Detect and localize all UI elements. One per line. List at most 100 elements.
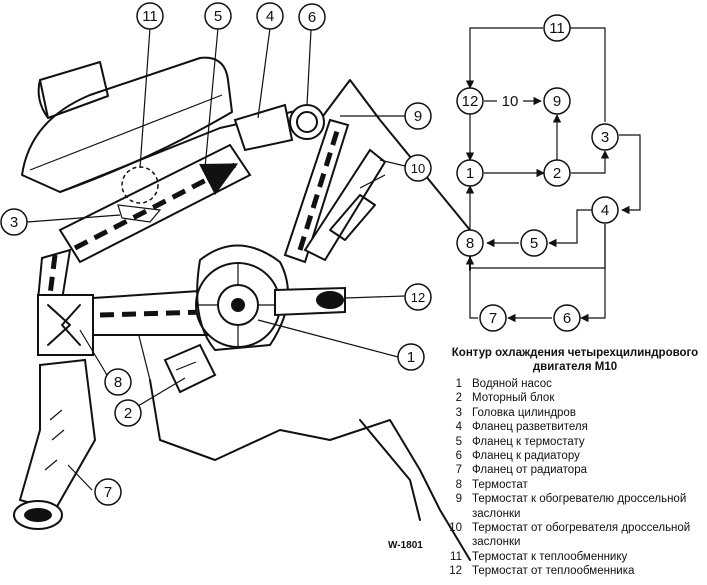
callout-11: 11 — [136, 2, 164, 30]
svg-text:9: 9 — [553, 93, 561, 110]
node-8 — [456, 229, 484, 257]
legend-item: 2 Моторный блок — [446, 391, 704, 405]
legend-item: 11 Термостат к теплообменнику — [446, 550, 704, 564]
node-12 — [456, 87, 484, 115]
svg-text:7: 7 — [489, 310, 497, 327]
svg-text:6: 6 — [308, 9, 316, 26]
callout-6: 6 — [298, 3, 326, 31]
engine-block-outline — [149, 379, 471, 561]
edge-2-3 — [571, 150, 610, 174]
node-10: 10 — [502, 93, 519, 110]
legend-item-text: Термостат от обогревателя дроссельной за… — [472, 522, 691, 549]
svg-text:1: 1 — [466, 165, 474, 182]
legend-item-text: Моторный блок — [472, 392, 555, 405]
callout-4: 4 — [256, 2, 284, 30]
node-9 — [543, 87, 571, 115]
legend-item-text: Термостат к теплообменнику — [472, 550, 628, 563]
svg-text:4: 4 — [601, 202, 609, 219]
legend-item-number: 6 — [455, 450, 462, 463]
legend-item: 8 Термостат — [446, 478, 704, 492]
svg-text:3: 3 — [601, 129, 609, 146]
legend-title: Контур охлаждения четырехцилиндрового дв… — [446, 346, 704, 374]
legend-item-number: 4 — [455, 421, 462, 434]
svg-text:2: 2 — [124, 405, 132, 422]
node-4 — [591, 196, 619, 224]
legend-item-number: 1 — [455, 378, 462, 390]
figure-code: W-1801 — [388, 540, 423, 551]
legend-item-text: Термостат к обогревателю дроссельной зас… — [472, 493, 687, 520]
edge-7-8 — [469, 258, 478, 319]
legend-item-text: Головка цилиндров — [472, 406, 576, 419]
legend-item-number: 9 — [455, 493, 462, 506]
svg-text:1: 1 — [407, 349, 415, 366]
svg-text:2: 2 — [553, 165, 561, 182]
legend-item-text: Термостат от теплообменника — [472, 565, 635, 578]
legend-item-number: 10 — [449, 522, 462, 535]
node-1 — [456, 159, 484, 187]
callout-10: 10 — [404, 154, 432, 182]
legend-item-text: Фланец от радиатора — [472, 464, 587, 477]
legend-item-number: 7 — [455, 464, 462, 477]
svg-text:8: 8 — [114, 374, 122, 391]
legend-item: 10 Термостат от обогревателя дроссельной … — [446, 521, 704, 550]
svg-text:11: 11 — [549, 20, 565, 37]
svg-text:5: 5 — [530, 235, 538, 252]
legend-item-number: 3 — [455, 406, 462, 419]
callout-3: 3 — [0, 208, 28, 236]
svg-text:10: 10 — [411, 161, 425, 176]
node-5 — [520, 229, 548, 257]
legend: Контур охлаждения четырехцилиндрового дв… — [446, 346, 704, 579]
node-2 — [543, 159, 571, 187]
flow-schematic: 11 12 10 9 3 1 2 4 8 5 7 6 — [456, 14, 641, 332]
legend-item: 6 Фланец к радиатору — [446, 449, 704, 463]
node-7 — [479, 304, 507, 332]
legend-item-text: Фланец разветвителя — [472, 421, 588, 434]
callout-8: 8 — [104, 368, 132, 396]
svg-text:8: 8 — [466, 235, 474, 252]
heater-return-hose — [303, 148, 387, 262]
legend-item-text: Термостат — [472, 478, 528, 491]
svg-text:9: 9 — [414, 108, 422, 125]
legend-item: 7 Фланец от радиатора — [446, 463, 704, 477]
callout-9: 9 — [404, 102, 432, 130]
legend-item-number: 2 — [455, 392, 462, 405]
legend-item-number: 8 — [455, 478, 462, 491]
legend-item-number: 11 — [450, 550, 462, 563]
engine-illustration — [13, 56, 471, 561]
radiator-flange — [289, 104, 325, 140]
callout-1: 1 — [397, 343, 425, 371]
legend-item: 4 Фланец разветвителя — [446, 420, 704, 434]
callout-5: 5 — [204, 2, 232, 30]
legend-item-number: 5 — [455, 435, 462, 448]
node-3 — [591, 123, 619, 151]
thermostat-housing — [37, 294, 94, 356]
svg-text:12: 12 — [462, 93, 479, 110]
svg-text:5: 5 — [214, 8, 222, 25]
legend-item: 9 Термостат к обогревателю дроссельной за… — [446, 492, 704, 521]
svg-text:7: 7 — [104, 484, 112, 501]
node-6 — [553, 304, 581, 332]
head-hose — [58, 143, 252, 264]
svg-text:6: 6 — [563, 310, 571, 327]
legend-item: 3 Головка цилиндров — [446, 406, 704, 420]
legend-item-text: Фланец к термостату — [472, 435, 585, 448]
svg-text:4: 4 — [266, 8, 274, 25]
heater-supply-pipe — [283, 118, 350, 264]
legend-title-line-2: двигателя M10 — [532, 361, 618, 373]
node-11 — [543, 14, 571, 42]
callout-lines — [26, 27, 406, 491]
distributor-flange — [233, 103, 294, 152]
block-inlet — [163, 343, 217, 394]
legend-item-text: Фланец к радиатору — [472, 450, 580, 463]
oil-filler-cap — [39, 61, 109, 119]
edge-11-12 — [465, 27, 543, 89]
edge-3-4 — [619, 134, 641, 215]
svg-text:3: 3 — [10, 214, 18, 231]
legend-item: 5 Фланец к термостату — [446, 435, 704, 449]
cylinder-head-outline — [59, 79, 471, 271]
svg-text:12: 12 — [411, 290, 425, 305]
callout-2: 2 — [114, 399, 142, 427]
callout-7: 7 — [94, 478, 122, 506]
